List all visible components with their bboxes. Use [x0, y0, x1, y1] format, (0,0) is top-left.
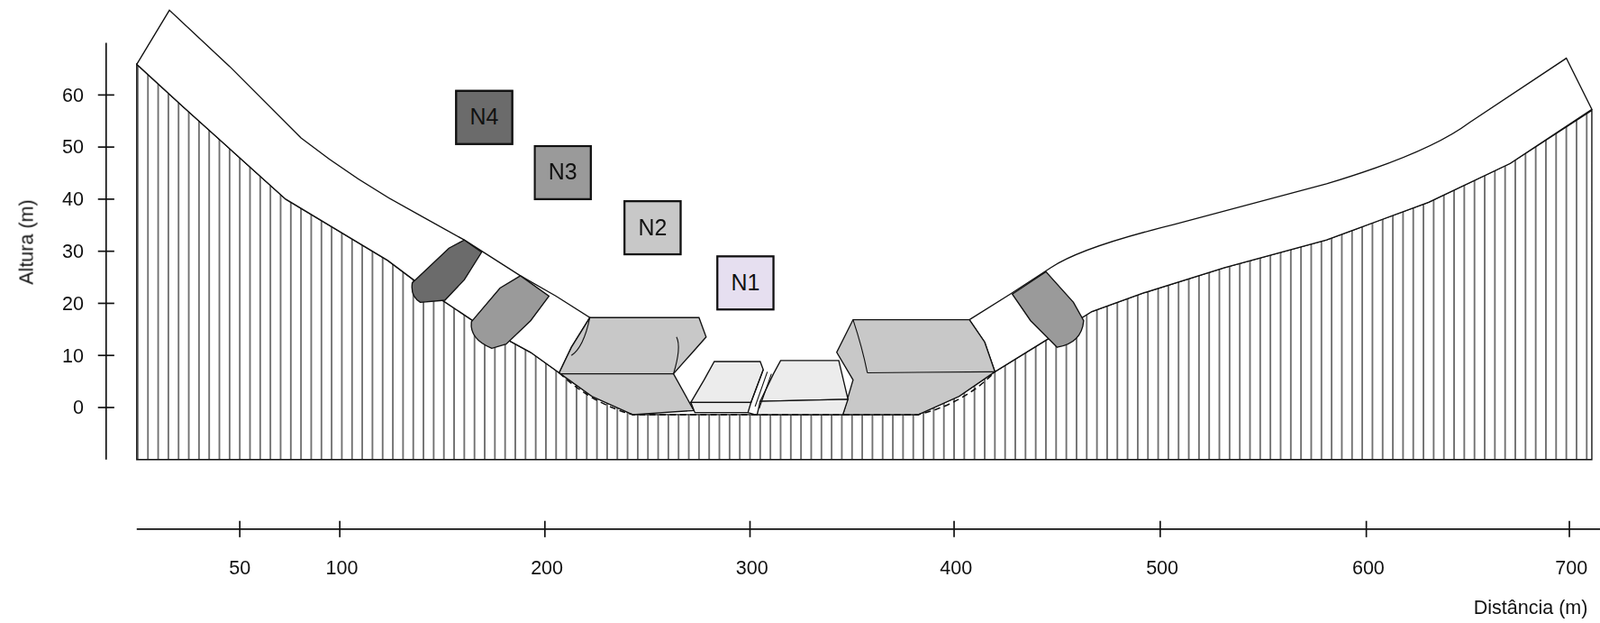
terrace-key-box: N4: [454, 90, 514, 146]
terrace-level: N1: [730, 271, 760, 294]
tick-label: 30: [62, 241, 84, 262]
axis-title: Distância (m): [1473, 597, 1589, 618]
terrace-n1: [760, 360, 848, 401]
tick-label: 60: [62, 85, 84, 106]
terrace-n2: [836, 319, 996, 415]
tick-label: 300: [736, 557, 769, 578]
terrace-level: N3: [548, 161, 578, 184]
terrace-level: N4: [470, 106, 500, 129]
terrace-n3: [1012, 271, 1084, 347]
x-axis: [136, 520, 1600, 537]
tick-label: 40: [62, 189, 84, 210]
terrace-key-box: N3: [533, 145, 592, 200]
tick-label: 600: [1352, 557, 1385, 578]
terrace-edge: [853, 319, 995, 373]
tick-label: 200: [530, 557, 564, 578]
terrace-n4: [411, 239, 482, 302]
terrace-key-box: N2: [623, 200, 682, 255]
channel: [747, 369, 772, 415]
tick-label: 10: [62, 345, 84, 365]
slope-deposit: [136, 9, 591, 373]
bedrock: [136, 63, 1592, 459]
terrace-level: N2: [637, 216, 667, 239]
terrace-n3: [471, 275, 549, 348]
slope-deposit: [969, 58, 1592, 373]
axis-title: Altura (m): [17, 199, 37, 284]
y-axis: [98, 43, 115, 460]
terrace-edge: [561, 317, 679, 373]
terrace-n1: [690, 399, 848, 415]
tick-label: 100: [325, 557, 358, 578]
tick-label: 500: [1145, 557, 1179, 578]
tick-label: 400: [939, 557, 973, 578]
tick-label: 700: [1554, 557, 1588, 578]
terrace-n1: [690, 361, 764, 402]
tick-label: 50: [62, 136, 84, 157]
tick-label: 50: [228, 557, 251, 578]
terrace-key-box: N1: [716, 254, 775, 310]
terrace-n2: [559, 317, 707, 415]
tick-label: 0: [72, 397, 84, 418]
alluvial-base: [559, 371, 996, 415]
tick-label: 20: [62, 293, 84, 314]
